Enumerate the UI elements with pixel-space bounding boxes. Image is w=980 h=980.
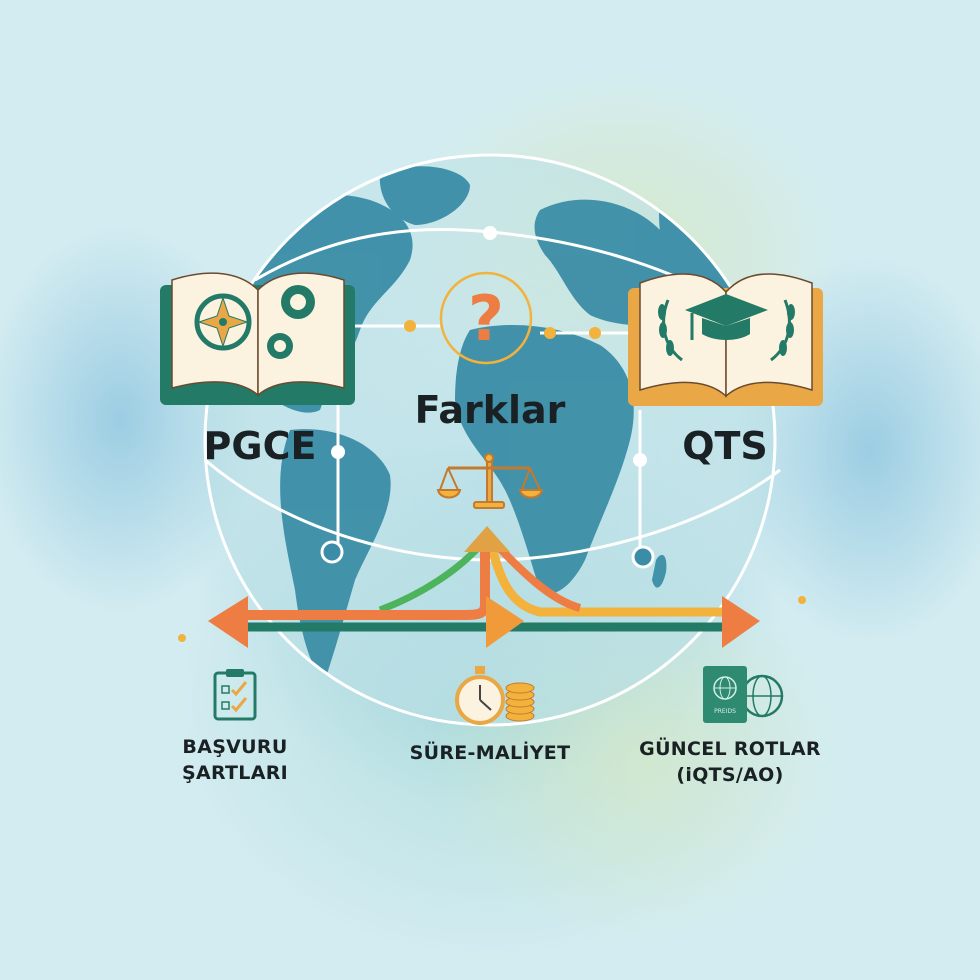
guncel-rotlar-line2: (iQTS/AO) bbox=[676, 764, 784, 786]
pgce-label: PGCE bbox=[203, 424, 317, 468]
qts-label: QTS bbox=[682, 424, 768, 468]
svg-text:PREIDS: PREIDS bbox=[714, 708, 736, 715]
diagram-title: Farklar bbox=[414, 388, 566, 432]
bottom-label-sure-maliyet: SÜRE-MALİYET bbox=[380, 740, 600, 766]
qts-book-icon bbox=[628, 273, 823, 406]
bottom-label-guncel-rotlar: GÜNCEL ROTLAR (iQTS/AO) bbox=[630, 736, 830, 788]
comparison-arrows bbox=[178, 526, 806, 648]
clipboard-checklist-icon bbox=[213, 669, 257, 721]
basvuru-line2: ŞARTLARI bbox=[181, 762, 289, 784]
svg-text:?: ? bbox=[468, 282, 504, 355]
question-mark-icon: ? bbox=[439, 271, 533, 365]
pgce-book-icon bbox=[160, 272, 355, 405]
bottom-label-basvuru: BAŞVURU ŞARTLARI bbox=[160, 734, 310, 786]
basvuru-line1: BAŞVURU bbox=[182, 736, 288, 758]
guncel-rotlar-line1: GÜNCEL ROTLAR bbox=[639, 738, 821, 760]
passport-globe-icon: PREIDS bbox=[703, 666, 784, 723]
sure-maliyet-line1: SÜRE-MALİYET bbox=[409, 742, 571, 764]
balance-scale-icon bbox=[436, 453, 544, 509]
stopwatch-coins-icon bbox=[455, 666, 535, 725]
